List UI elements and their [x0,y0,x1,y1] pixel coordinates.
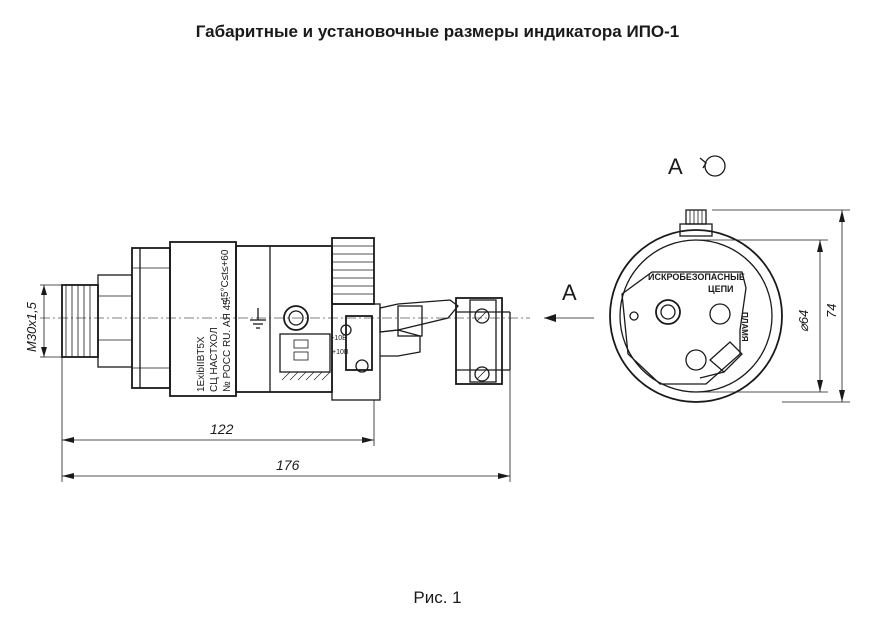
figure-caption: Рис. 1 [413,588,462,607]
view-arrow-label: А [562,280,577,305]
marking-line-2: СЦ НАСТХОЛ [209,327,220,392]
top-stud [679,209,713,237]
length-dimensions: 122 176 [61,357,511,482]
cable-gland [331,299,459,401]
knurled-nut [331,237,375,305]
outer-circle [609,229,783,403]
temperature-range: -45°C≤t≤+60 [220,249,231,306]
threaded-nozzle [61,274,133,368]
terminal-label-minus: -10В [332,335,347,342]
view-arrow: А [544,280,594,322]
height-dimension: 74 [712,209,850,403]
marking-line-3: № РОСС RU. АЯ 45. [222,296,233,392]
height-label: 74 [824,304,839,318]
dim-122: 122 [210,421,234,437]
end-view: А ИСКРОБЕЗОПАСНЫЕ ЦЕП [609,154,850,403]
dim-176: 176 [276,457,300,473]
rotation-icon [699,155,726,177]
inner-assembly [621,271,747,385]
side-view: А 1ExibIIBT5X СЦ НАСТХОЛ № РОСС RU. АЯ 4… [24,237,594,482]
diameter-dimension: ⌀64 [696,239,828,393]
flame-label: ПЛАМЯ [740,312,749,342]
thread-dimension: М30х1,5 [24,284,62,358]
circuit-label-1: ИСКРОБЕЗОПАСНЫЕ [648,272,745,282]
figure-title: Габаритные и установочные размеры индика… [195,22,680,41]
end-view-label: А [668,154,683,179]
circuit-label-2: ЦЕПИ [708,284,734,294]
cable-clamp [455,297,511,385]
diameter-label: ⌀64 [796,310,811,332]
thread-label: М30х1,5 [24,301,39,352]
terminal-label-plus: +10В [332,349,349,356]
marking-line-1: 1ExibIIBT5X [196,336,207,392]
ground-icon [250,308,266,329]
screw-icon [283,305,309,331]
main-body [169,241,333,397]
section-hatching [281,371,331,381]
